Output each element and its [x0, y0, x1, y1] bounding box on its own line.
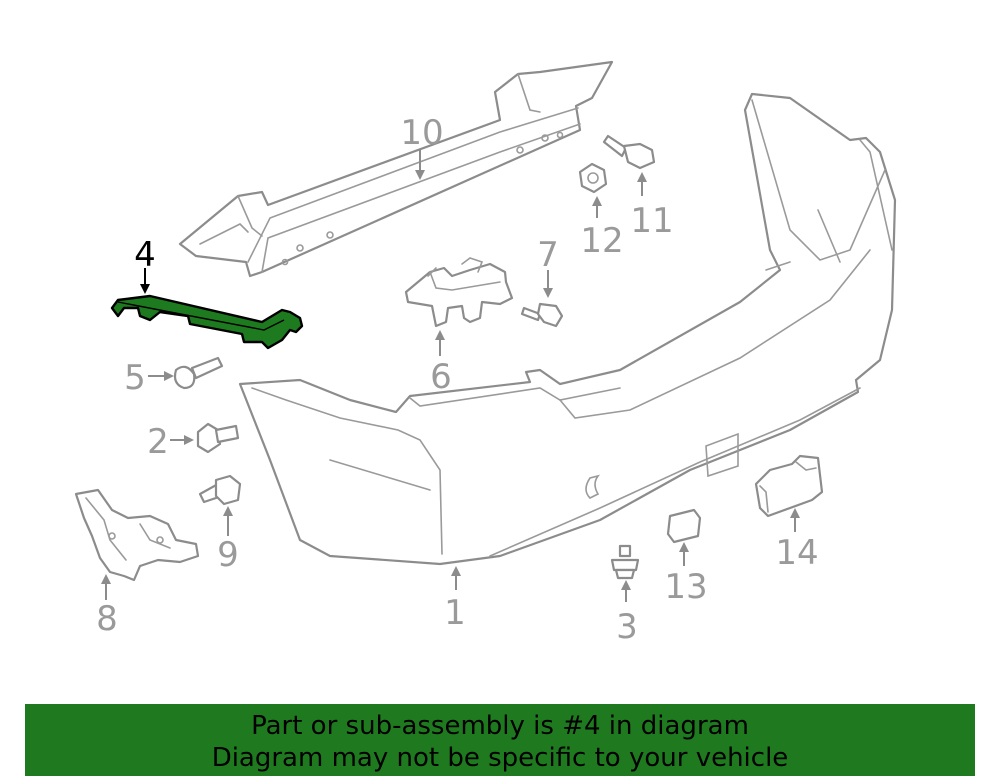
callout-3: 3	[616, 607, 638, 647]
callout-8: 8	[96, 599, 118, 639]
part-4-bumper-bracket[interactable]	[110, 294, 304, 350]
banner-line-1: Part or sub-assembly is #4 in diagram	[251, 711, 749, 741]
callout-10: 10	[400, 113, 443, 153]
part-6-bracket[interactable]	[404, 257, 514, 328]
part-2-bolt[interactable]	[196, 422, 240, 454]
banner-line-2: Diagram may not be specific to your vehi…	[211, 743, 789, 773]
part-14-hitch-cover[interactable]	[754, 454, 824, 518]
callout-1: 1	[444, 593, 466, 633]
part-1-bumper-cover[interactable]	[238, 92, 897, 566]
part-3-push-clip[interactable]	[610, 544, 640, 580]
part-12-nut[interactable]	[578, 162, 608, 194]
callout-14: 14	[775, 533, 818, 573]
part-8-side-bracket[interactable]	[74, 488, 200, 582]
callout-6: 6	[430, 357, 452, 397]
callout-2: 2	[147, 422, 169, 462]
parts-diagram: 10 4 5 2 9 8 6 7 11 12 1 3 13 14	[74, 60, 897, 647]
part-13-cap[interactable]	[666, 508, 702, 544]
part-7-screw[interactable]	[520, 302, 564, 328]
callout-11: 11	[630, 201, 673, 241]
info-banner: Part or sub-assembly is #4 in diagram Di…	[25, 704, 975, 776]
callout-9: 9	[217, 535, 239, 575]
callout-7: 7	[537, 235, 559, 275]
callout-4: 4	[134, 235, 156, 275]
leader-lines	[101, 150, 800, 602]
part-10-reinforcement-beam[interactable]	[178, 60, 614, 278]
part-11-bolt[interactable]	[602, 134, 656, 170]
callout-5: 5	[124, 358, 146, 398]
callout-13: 13	[664, 567, 707, 607]
part-9-bolt[interactable]	[198, 474, 242, 506]
part-5-clip[interactable]	[173, 356, 224, 390]
callout-labels: 10 4 5 2 9 8 6 7 11 12 1 3 13 14	[96, 113, 818, 647]
callout-12: 12	[580, 221, 623, 261]
